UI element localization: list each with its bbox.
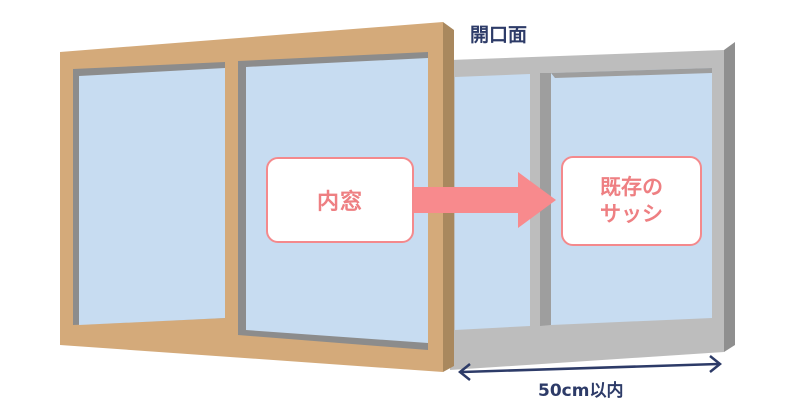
direction-arrow <box>414 172 556 228</box>
existing-sash-label: 既存の サッシ <box>561 156 702 246</box>
existing-sash-depth-right <box>724 42 735 352</box>
existing-sash-label-line1: 既存の <box>600 175 663 199</box>
existing-sash-inner-shadow <box>551 68 712 78</box>
dimension-line <box>461 362 719 374</box>
dimension-arrowhead-left <box>457 363 471 381</box>
arrow-shaft <box>414 187 522 213</box>
existing-sash-label-line2: サッシ <box>600 202 663 226</box>
arrow-head <box>518 172 556 228</box>
inner-window-label-text: 内窓 <box>316 190 363 215</box>
dimension-arrowhead-right <box>709 355 723 373</box>
dimension-arrow <box>457 355 723 381</box>
inner-window-glass-left <box>79 68 225 325</box>
distance-label: 50cm以内 <box>538 381 624 401</box>
inner-window-label: 内窓 <box>266 157 414 243</box>
inner-window-frame <box>60 22 454 372</box>
opening-label: 開口面 <box>470 24 528 46</box>
